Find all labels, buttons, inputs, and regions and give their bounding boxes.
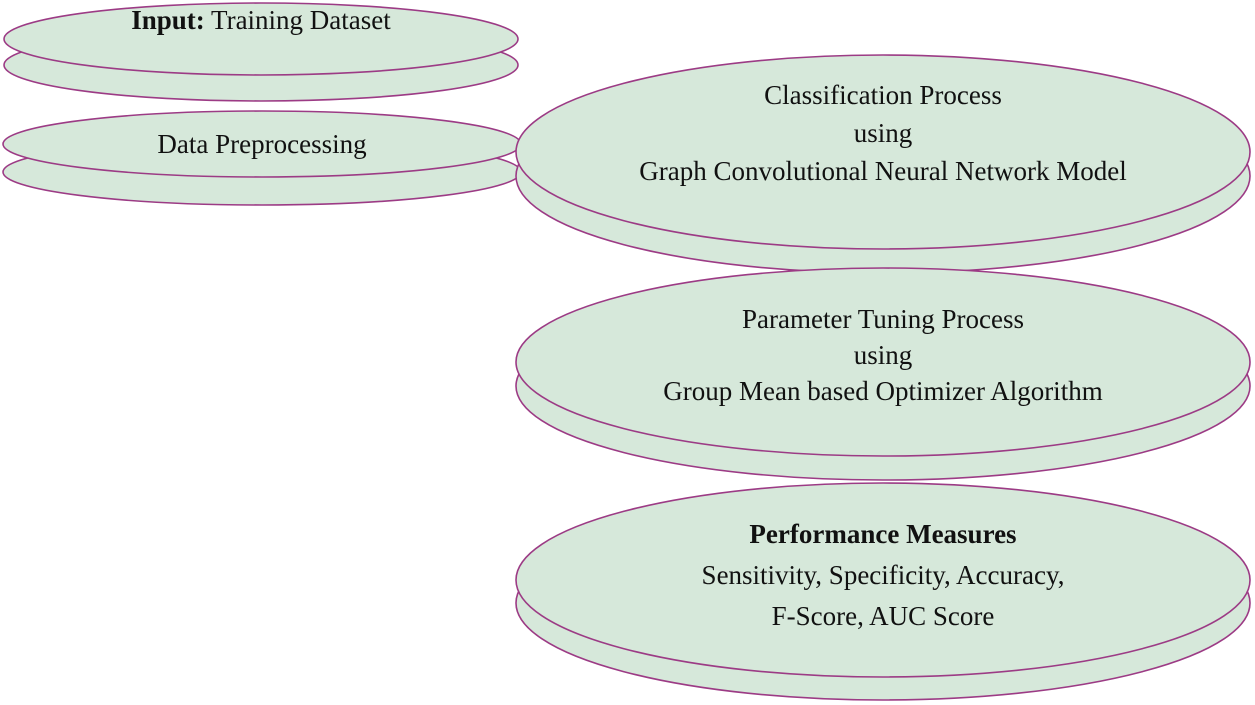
performance-line-2: F-Score, AUC Score <box>771 601 995 631</box>
input-node-ellipse-front <box>3 2 519 76</box>
input-node-label: Input: Training Dataset <box>0 0 522 40</box>
preprocessing-node-label: Data Preprocessing <box>157 129 367 159</box>
tuning-line-2: using <box>853 340 913 370</box>
performance-title: Performance Measures <box>749 519 1017 549</box>
input-node-label-prefix: Input: <box>131 5 205 35</box>
performance-node-ellipse-front <box>515 482 1251 678</box>
tuning-node-ellipse-front <box>515 267 1251 457</box>
tuning-node-label: Parameter Tuning Process using Group Mea… <box>516 301 1250 409</box>
input-node-label-text: Training Dataset <box>211 5 391 35</box>
classification-node-label: Classification Process using Graph Convo… <box>516 76 1250 190</box>
classification-line-3: Graph Convolutional Neural Network Model <box>639 156 1127 186</box>
classification-line-1: Classification Process <box>764 80 1002 110</box>
classification-line-2: using <box>853 118 913 148</box>
performance-node-label: Performance Measures Sensitivity, Specif… <box>516 514 1250 637</box>
classification-node-ellipse-front <box>515 54 1251 250</box>
tuning-line-3: Group Mean based Optimizer Algorithm <box>663 376 1103 406</box>
tuning-line-1: Parameter Tuning Process <box>742 304 1024 334</box>
performance-line-1: Sensitivity, Specificity, Accuracy, <box>701 560 1065 590</box>
